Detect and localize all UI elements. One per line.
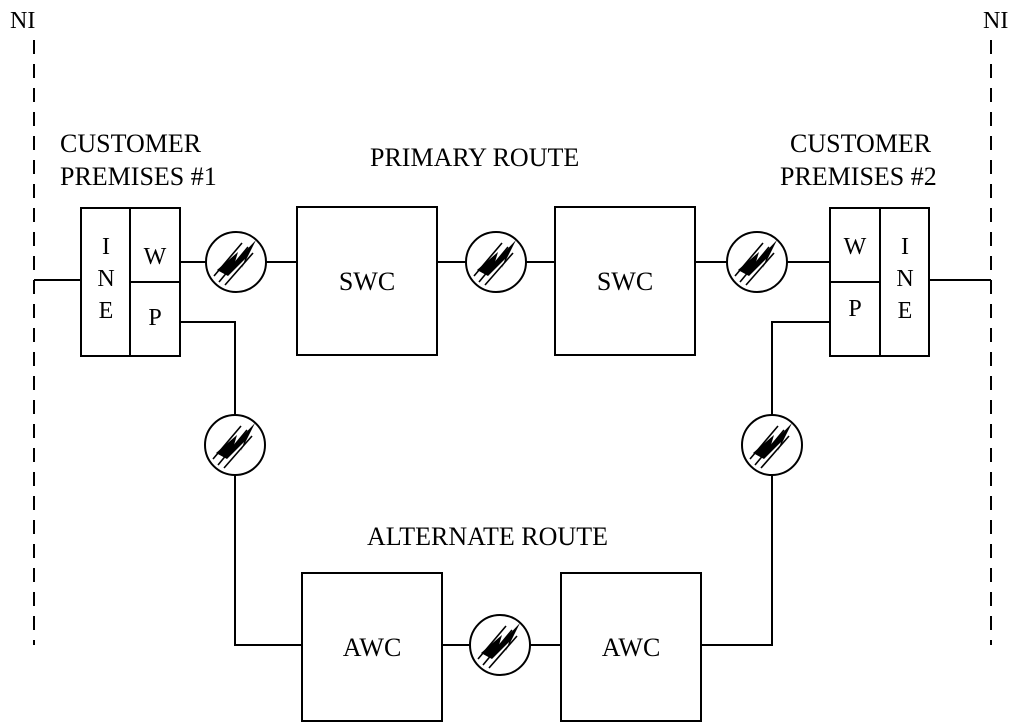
premises-2-ine-i: I	[901, 234, 909, 260]
wire-p1-alternate	[180, 321, 302, 646]
alternate-route-label: ALTERNATE ROUTE	[367, 522, 608, 551]
ni-right-label: NI	[983, 8, 1008, 34]
awc-2-label: AWC	[602, 633, 661, 662]
fiber-link-icon-primary-3	[726, 231, 788, 293]
premises-2-device: W P I N E	[829, 207, 930, 357]
premises-1-device: I N E W P	[80, 207, 181, 357]
fiber-link-icon-alternate-right	[741, 414, 803, 476]
premises-1-ine-e: E	[99, 298, 114, 324]
premises-1-label-line1: CUSTOMER	[60, 129, 202, 158]
fiber-link-icon-primary-1	[205, 231, 267, 293]
premises-1-label-line2: PREMISES #1	[60, 162, 217, 191]
awc-box-1: AWC	[301, 572, 443, 722]
awc-box-2: AWC	[560, 572, 702, 722]
swc-box-2: SWC	[554, 206, 696, 356]
premises-1-p: P	[148, 305, 161, 331]
premises-1-w: W	[144, 244, 167, 270]
fiber-link-icon-primary-2	[465, 231, 527, 293]
awc-1-label: AWC	[343, 633, 402, 662]
ni-left-label: NI	[10, 8, 35, 34]
premises-1-ine-n: N	[97, 266, 114, 292]
premises-2-w: W	[844, 234, 867, 260]
premises-2-ine-e: E	[898, 298, 913, 324]
premises-1-ine-i: I	[102, 234, 110, 260]
premises-2-ine-n: N	[896, 266, 913, 292]
fiber-link-icon-alternate-left	[204, 414, 266, 476]
wire-awc2-alternate	[701, 321, 830, 646]
primary-route-label: PRIMARY ROUTE	[370, 143, 579, 172]
premises-2-label-line1: CUSTOMER	[790, 129, 932, 158]
premises-2-label-line2: PREMISES #2	[780, 162, 937, 191]
swc-box-1: SWC	[296, 206, 438, 356]
swc-1-label: SWC	[339, 267, 395, 296]
swc-2-label: SWC	[597, 267, 653, 296]
fiber-link-icon-alternate-middle	[469, 614, 531, 676]
premises-2-p: P	[848, 296, 861, 322]
